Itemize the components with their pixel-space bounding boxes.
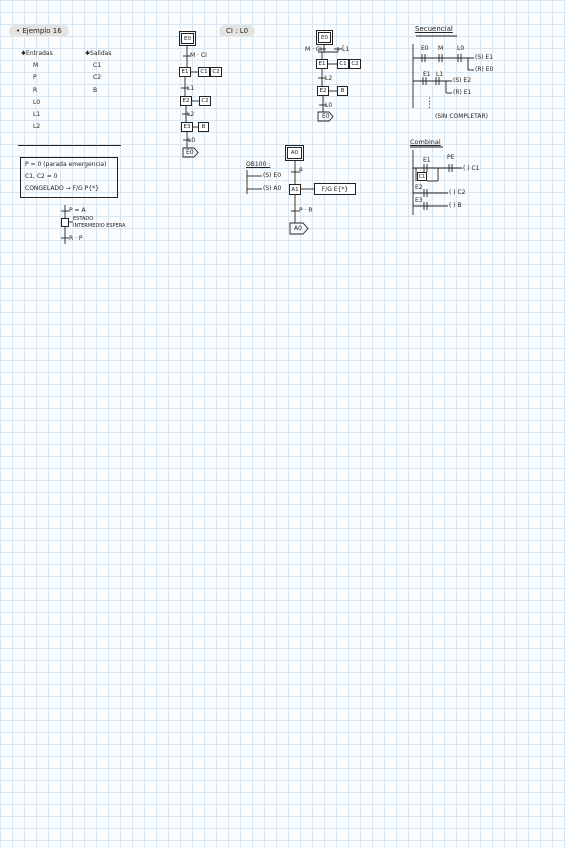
coil-label: (S) E1 (475, 54, 494, 61)
input-item: R (33, 87, 38, 94)
contact-label: L1 (436, 71, 444, 78)
combinal-ladder (410, 146, 462, 215)
ci-label: CI : L0 (219, 25, 256, 37)
action: C1 (337, 59, 349, 69)
note-line: CONGELADO → F/G P{*} (25, 185, 99, 192)
input-item: L1 (33, 111, 41, 118)
inputs-heading: ✱Entradas (21, 50, 53, 57)
jump-label: A0 (294, 225, 302, 232)
state-label: INTERMEDIO ESPERA (73, 223, 126, 229)
grafcet2-links (317, 45, 342, 122)
contact-label: PE (447, 154, 455, 161)
ob100-title: OB100 : (246, 161, 271, 168)
coil-label: ( ) C2 (449, 189, 466, 196)
transition-label: M · CI (305, 46, 322, 53)
action: B (198, 122, 209, 132)
step: A1 (289, 184, 301, 195)
contact-label: E1 (423, 71, 431, 78)
output-item: C2 (93, 74, 102, 81)
transition-label: L2 (325, 75, 333, 82)
transition-label: R · P (69, 235, 83, 242)
parallel-contact: C1 (417, 172, 427, 181)
coil-label: ( ) B (449, 202, 462, 209)
contact-label: L0 (457, 45, 465, 52)
step: E1 (316, 59, 328, 69)
jump-arrow (182, 147, 199, 158)
step-initial: E0 (316, 30, 333, 45)
secuencial-ladder (412, 35, 474, 108)
transition-label: L0 (188, 137, 196, 144)
asterisk-icon: ✱ (21, 50, 27, 57)
action: C2 (210, 67, 222, 77)
jump-arrow (317, 111, 334, 122)
step-initial: A0 (285, 145, 304, 161)
emergency-note-box (20, 157, 118, 198)
divider (18, 145, 121, 146)
contact-label: E2 (415, 184, 423, 191)
transition-label: P̄ (299, 168, 303, 175)
ob100-rung-coil: (S) E0 (263, 172, 282, 179)
asterisk-icon: ✱ (85, 50, 91, 57)
input-item: P (33, 74, 37, 81)
transition-label: M · CI (190, 52, 207, 59)
step-initial: E0 (179, 31, 196, 46)
action: C1 (198, 67, 210, 77)
output-item: C1 (93, 62, 102, 69)
coil-label: ( ) C1 (463, 165, 480, 172)
note-line: C1, C2 = 0 (25, 173, 58, 180)
output-item: B (93, 87, 98, 94)
emergency-links (61, 205, 73, 244)
secuencial-note: (SIN COMPLETAR) (435, 113, 488, 120)
action: C2 (349, 59, 361, 69)
coil-label: (R) E0 (475, 66, 494, 73)
jump-label: E0 (322, 113, 330, 120)
state-label: ESTADO (73, 216, 94, 222)
combinal-title: Combinal (410, 138, 441, 146)
transition-label: P = A (69, 207, 86, 214)
step (61, 218, 69, 227)
transition-label: P · R (299, 207, 313, 214)
transition-label: L2 (187, 111, 195, 118)
input-item: M (33, 62, 39, 69)
contact-label: E0 (421, 45, 429, 52)
action: B (337, 86, 348, 96)
ob100-rungs (246, 170, 262, 194)
transition-label: L0 (325, 102, 333, 109)
step: E1 (179, 67, 191, 77)
ob100-rung-coil: (S) A0 (263, 185, 282, 192)
continuation-dots: :: (428, 95, 432, 111)
note-line: P = 0 (parada emergencia) (25, 161, 107, 168)
transition-label: L1 (187, 85, 195, 92)
secuencial-title: Secuencial (415, 25, 453, 33)
page-title: • Ejemplo 16 (9, 25, 69, 37)
contact-label: M (438, 45, 444, 52)
contact-label: E3 (415, 197, 423, 204)
input-item: L2 (33, 123, 41, 130)
contact-label: E1 (423, 157, 431, 164)
page-title-text: Ejemplo 16 (22, 27, 62, 35)
step: E3 (181, 122, 193, 132)
coil-label: (R) E1 (453, 89, 472, 96)
coil-label: (S) E2 (453, 77, 472, 84)
transition-label: L̄1 (342, 46, 350, 53)
grafcet1-links (181, 46, 199, 158)
jump-label: E0 (186, 149, 194, 156)
action: C2 (199, 96, 211, 106)
jump-arrow (289, 222, 309, 235)
step: E2 (180, 96, 192, 106)
action: F/G E{*} (314, 183, 356, 195)
step: E2 (317, 86, 329, 96)
grafcet3-links (289, 161, 314, 235)
outputs-heading: ✱Salidas (85, 50, 112, 57)
input-item: L0 (33, 99, 41, 106)
bullet-icon: • (16, 27, 21, 35)
